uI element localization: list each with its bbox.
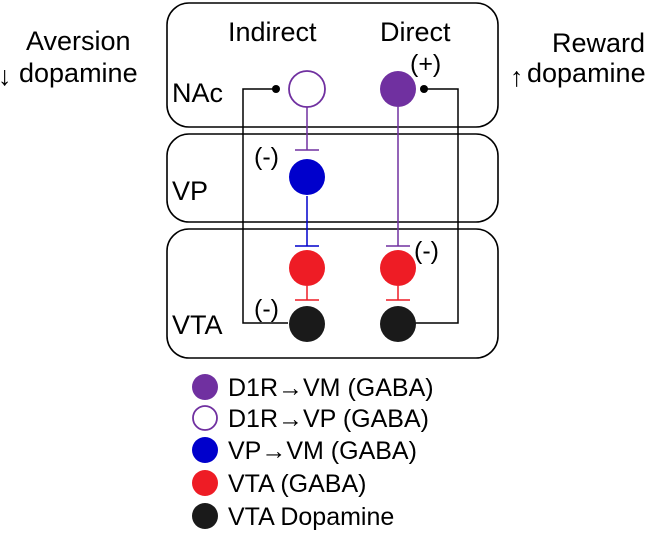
vp-region-box <box>166 133 499 223</box>
legend-icon-vp-vm <box>192 437 218 463</box>
nac-direct-neuron <box>380 71 416 107</box>
legend-label: VP→VM (GABA) <box>228 437 417 465</box>
legend-label: D1R→VP (GABA) <box>228 405 429 433</box>
legend: D1R→VM (GABA) D1R→VP (GABA) VP→VM (GABA)… <box>192 374 434 531</box>
aversion-arrow-icon: ↓ <box>0 61 12 91</box>
legend-label: D1R→VM (GABA) <box>228 374 434 402</box>
vta-dopamine-indirect-neuron <box>289 306 325 342</box>
aversion-dopamine-label: dopamine <box>19 58 138 88</box>
vta-gaba-indirect-neuron <box>289 250 325 286</box>
nac-region-box <box>166 2 499 128</box>
legend-icon-d1r-vp <box>192 405 218 431</box>
da-terminal-direct <box>420 85 428 93</box>
vta-region-box <box>166 228 499 359</box>
legend-label: VTA (GABA) <box>228 470 366 498</box>
minus-sign-vta-direct: (-) <box>414 237 439 265</box>
nac-indirect-neuron <box>288 70 326 108</box>
nac-label: NAc <box>172 78 223 108</box>
reward-dopamine-label: dopamine <box>527 58 646 88</box>
reward-label: Reward <box>552 28 645 58</box>
vta-label: VTA <box>172 310 223 340</box>
legend-icon-d1r-vm <box>192 374 218 400</box>
legend-icon-vta-gaba <box>192 470 218 496</box>
blue-pathway-line <box>295 196 319 247</box>
vp-neuron <box>289 159 325 195</box>
reward-arrow-icon: ↑ <box>510 62 524 92</box>
vp-label: VP <box>172 176 208 206</box>
legend-icon-vta-dopamine <box>192 503 218 529</box>
red-pathway-lines <box>295 286 410 301</box>
purple-pathway-lines <box>295 107 410 247</box>
vta-gaba-direct-neuron <box>380 250 416 286</box>
dopamine-feedback-lines <box>242 88 459 324</box>
minus-sign-da-indirect: (-) <box>254 295 279 323</box>
aversion-label: Aversion <box>26 26 131 56</box>
minus-sign-vp: (-) <box>254 143 279 171</box>
vta-dopamine-direct-neuron <box>380 306 416 342</box>
plus-sign-direct: (+) <box>410 50 441 78</box>
legend-label: VTA Dopamine <box>228 503 394 531</box>
direct-header: Direct <box>380 17 451 47</box>
indirect-header: Indirect <box>228 17 317 47</box>
da-terminal-indirect <box>272 85 280 93</box>
